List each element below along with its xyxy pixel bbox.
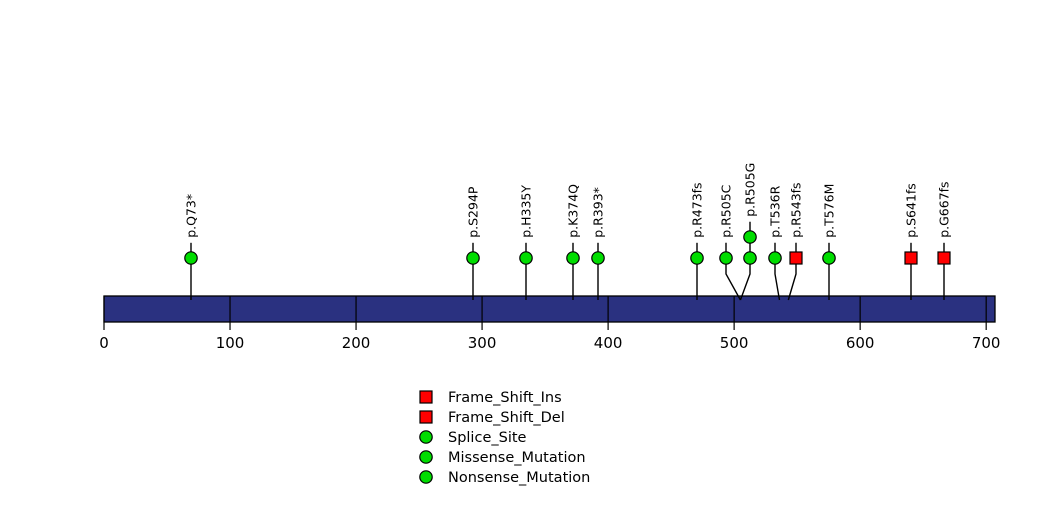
mutation-label-pS641fs: p.S641fs xyxy=(904,183,919,238)
lollipop-marker-circle-pS294P[interactable] xyxy=(466,251,480,265)
legend-marker-nonsense_mutation xyxy=(419,470,433,484)
lollipop-marker-circle-pT536R[interactable] xyxy=(768,251,782,265)
mutation-label-pT576M: p.T576M xyxy=(822,184,837,238)
lollipop-markers xyxy=(184,230,951,265)
lollipop-stem-pR543fs xyxy=(787,242,797,301)
legend-label-splice_site: Splice_Site xyxy=(448,430,527,446)
legend-label-nonsense_mutation: Nonsense_Mutation xyxy=(448,470,590,486)
legend-label-missense_mutation: Missense_Mutation xyxy=(448,450,586,466)
axis-tick-label-0: 0 xyxy=(99,334,109,352)
legend-label-frame_shift_del: Frame_Shift_Del xyxy=(448,410,565,426)
lollipop-marker-circle-pR505C[interactable] xyxy=(719,251,733,265)
mutation-label-pR473fs: p.R473fs xyxy=(690,182,705,237)
legend: Frame_Shift_InsFrame_Shift_DelSplice_Sit… xyxy=(419,390,590,486)
mutation-label-pR505C: p.R505C xyxy=(719,184,734,237)
axis-tick-label-100: 100 xyxy=(216,334,245,352)
mutation-label-pK374Q: p.K374Q xyxy=(566,184,581,238)
protein-domain-bar-group xyxy=(103,295,996,323)
mutation-label-pS294P: p.S294P xyxy=(466,186,481,238)
lollipop-marker-square-pS641fs[interactable] xyxy=(904,251,918,265)
lollipop-marker-circle-pH335Y[interactable] xyxy=(519,251,533,265)
lollipop-marker-circle-pT576M[interactable] xyxy=(822,251,836,265)
protein-domain-bar xyxy=(103,295,996,323)
mutation-labels: p.Q73* p.S294P p.H335Y p.K374Q p.R393* p.R473… xyxy=(184,163,952,238)
legend-label-frame_shift_ins: Frame_Shift_Ins xyxy=(448,390,562,406)
axis-tick-label-400: 400 xyxy=(594,334,623,352)
axis-tick-label-500: 500 xyxy=(720,334,749,352)
mutation-label-pR505G: p.R505G xyxy=(743,163,758,217)
legend-marker-frame_shift_ins xyxy=(419,390,433,404)
lollipop-marker-square-pG667fs[interactable] xyxy=(937,251,951,265)
axis-tick-label-300: 300 xyxy=(468,334,497,352)
legend-marker-frame_shift_del xyxy=(419,410,433,424)
x-axis: 0 100 200 300 400 500 600 700 xyxy=(99,296,1000,352)
mutation-label-pR393: p.R393* xyxy=(591,187,606,238)
axis-tick-label-700: 700 xyxy=(972,334,1001,352)
mutation-label-pH335Y: p.H335Y xyxy=(519,185,534,238)
mutation-label-pQ73: p.Q73* xyxy=(184,194,199,238)
mutation-label-pG667fs: p.G667fs xyxy=(937,181,952,237)
lollipop-marker-circle-pK374Q[interactable] xyxy=(566,251,580,265)
lollipop-marker-circle-pQ73[interactable] xyxy=(184,251,198,265)
axis-tick-label-200: 200 xyxy=(342,334,371,352)
mutation-label-pT536R: p.T536R xyxy=(768,185,783,237)
lollipop-marker-circle-pR393[interactable] xyxy=(591,251,605,265)
lollipop-stem-pR505C xyxy=(725,242,742,301)
legend-marker-missense_mutation xyxy=(419,450,433,464)
lollipop-marker-circle-pR505G[interactable] xyxy=(743,230,757,244)
lollipop-marker-circle-pR473fs[interactable] xyxy=(690,251,704,265)
legend-marker-splice_site xyxy=(419,430,433,444)
lollipop-marker-square-pR543fs[interactable] xyxy=(789,251,803,265)
mutation-label-pR543fs: p.R543fs xyxy=(789,182,804,237)
lollipop-marker-circle-pR505G[interactable] xyxy=(743,251,757,265)
axis-tick-label-600: 600 xyxy=(846,334,875,352)
